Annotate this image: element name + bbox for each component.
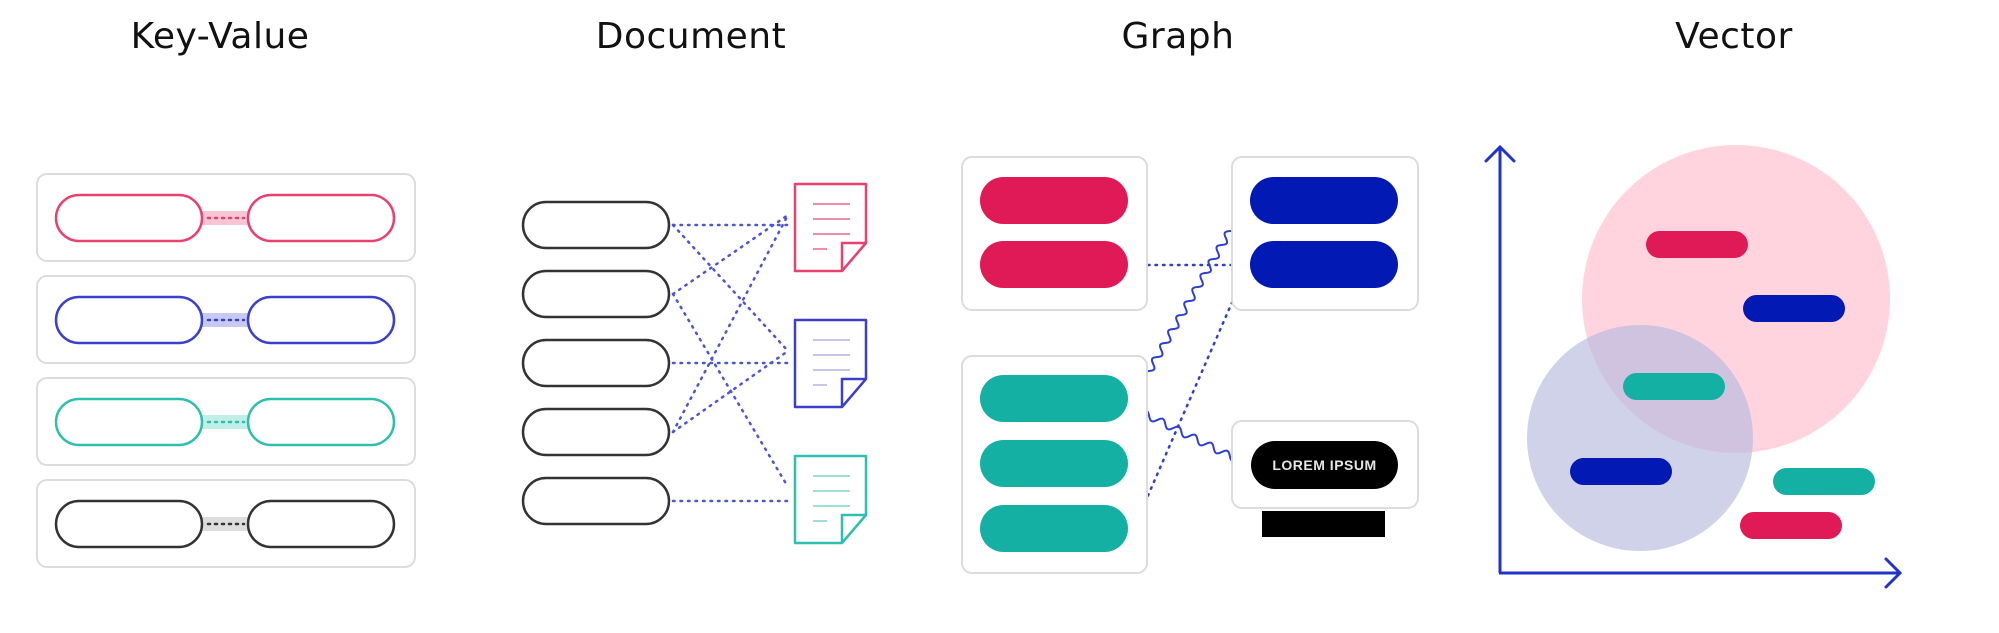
graph-node-pill-blue [1250,177,1398,224]
doc-key-pill [521,200,671,250]
doc-link [671,213,790,434]
kv-key-pill [54,499,204,549]
graph-node-pill-teal [980,375,1128,422]
document-fold [840,513,866,543]
kv-value-pill [246,397,396,447]
vector-point-bar [1570,458,1672,485]
doc-link [671,292,790,489]
y-axis-arrow-icon [1484,144,1516,163]
graph-node-pill-teal [980,505,1128,552]
graph-dotted-edge [1131,266,1249,532]
kv-key-pill [54,397,204,447]
document-page [793,318,868,409]
graph-diagram: LOREM IPSUM [961,156,1419,574]
vector-point-bar [1623,373,1725,400]
graph-title: Graph [1121,16,1235,57]
document-page [793,454,868,545]
kv-value-pill [246,193,396,243]
x-axis-arrow-icon [1884,557,1903,589]
doc-key-pill [521,476,671,526]
document-title: Document [595,16,787,57]
document-fold [840,241,866,271]
vector-point-bar [1646,231,1748,258]
vector-diagram [1484,144,1903,589]
graph-node-pill-red [980,241,1128,288]
doc-link [671,213,790,296]
key-value-title: Key-Value [130,16,310,57]
graph-wavy-edge [1132,202,1247,400]
key-value-diagram [36,173,416,568]
document-icon [793,454,868,545]
document-page [793,182,868,273]
document-icon [793,318,868,409]
kv-value-pill [246,295,396,345]
kv-key-pill [54,193,204,243]
kv-key-pill [54,295,204,345]
vector-point-bar [1743,295,1845,322]
document-fold [840,377,866,407]
graph-wavy-edge [1132,407,1247,465]
doc-key-pill [521,407,671,457]
doc-key-pill [521,338,671,388]
graph-node-pill-blue [1250,241,1398,288]
graph-node-pill-red [980,177,1128,224]
document-icon [793,182,868,273]
graph-node-pill-black [1251,441,1398,489]
kv-value-pill [246,499,396,549]
vector-point-bar [1740,512,1842,539]
graph-node-pill-teal [980,440,1128,487]
doc-link [671,349,790,434]
vector-point-bar [1773,468,1875,495]
doc-key-pill [521,269,671,319]
vector-title: Vector [1675,16,1793,57]
graph-node-label: LOREM IPSUM [1272,457,1376,473]
graph-node-shadow-bar [1262,511,1385,537]
blue-cluster [1527,325,1753,551]
doc-link [671,223,790,353]
document-diagram [521,182,868,545]
